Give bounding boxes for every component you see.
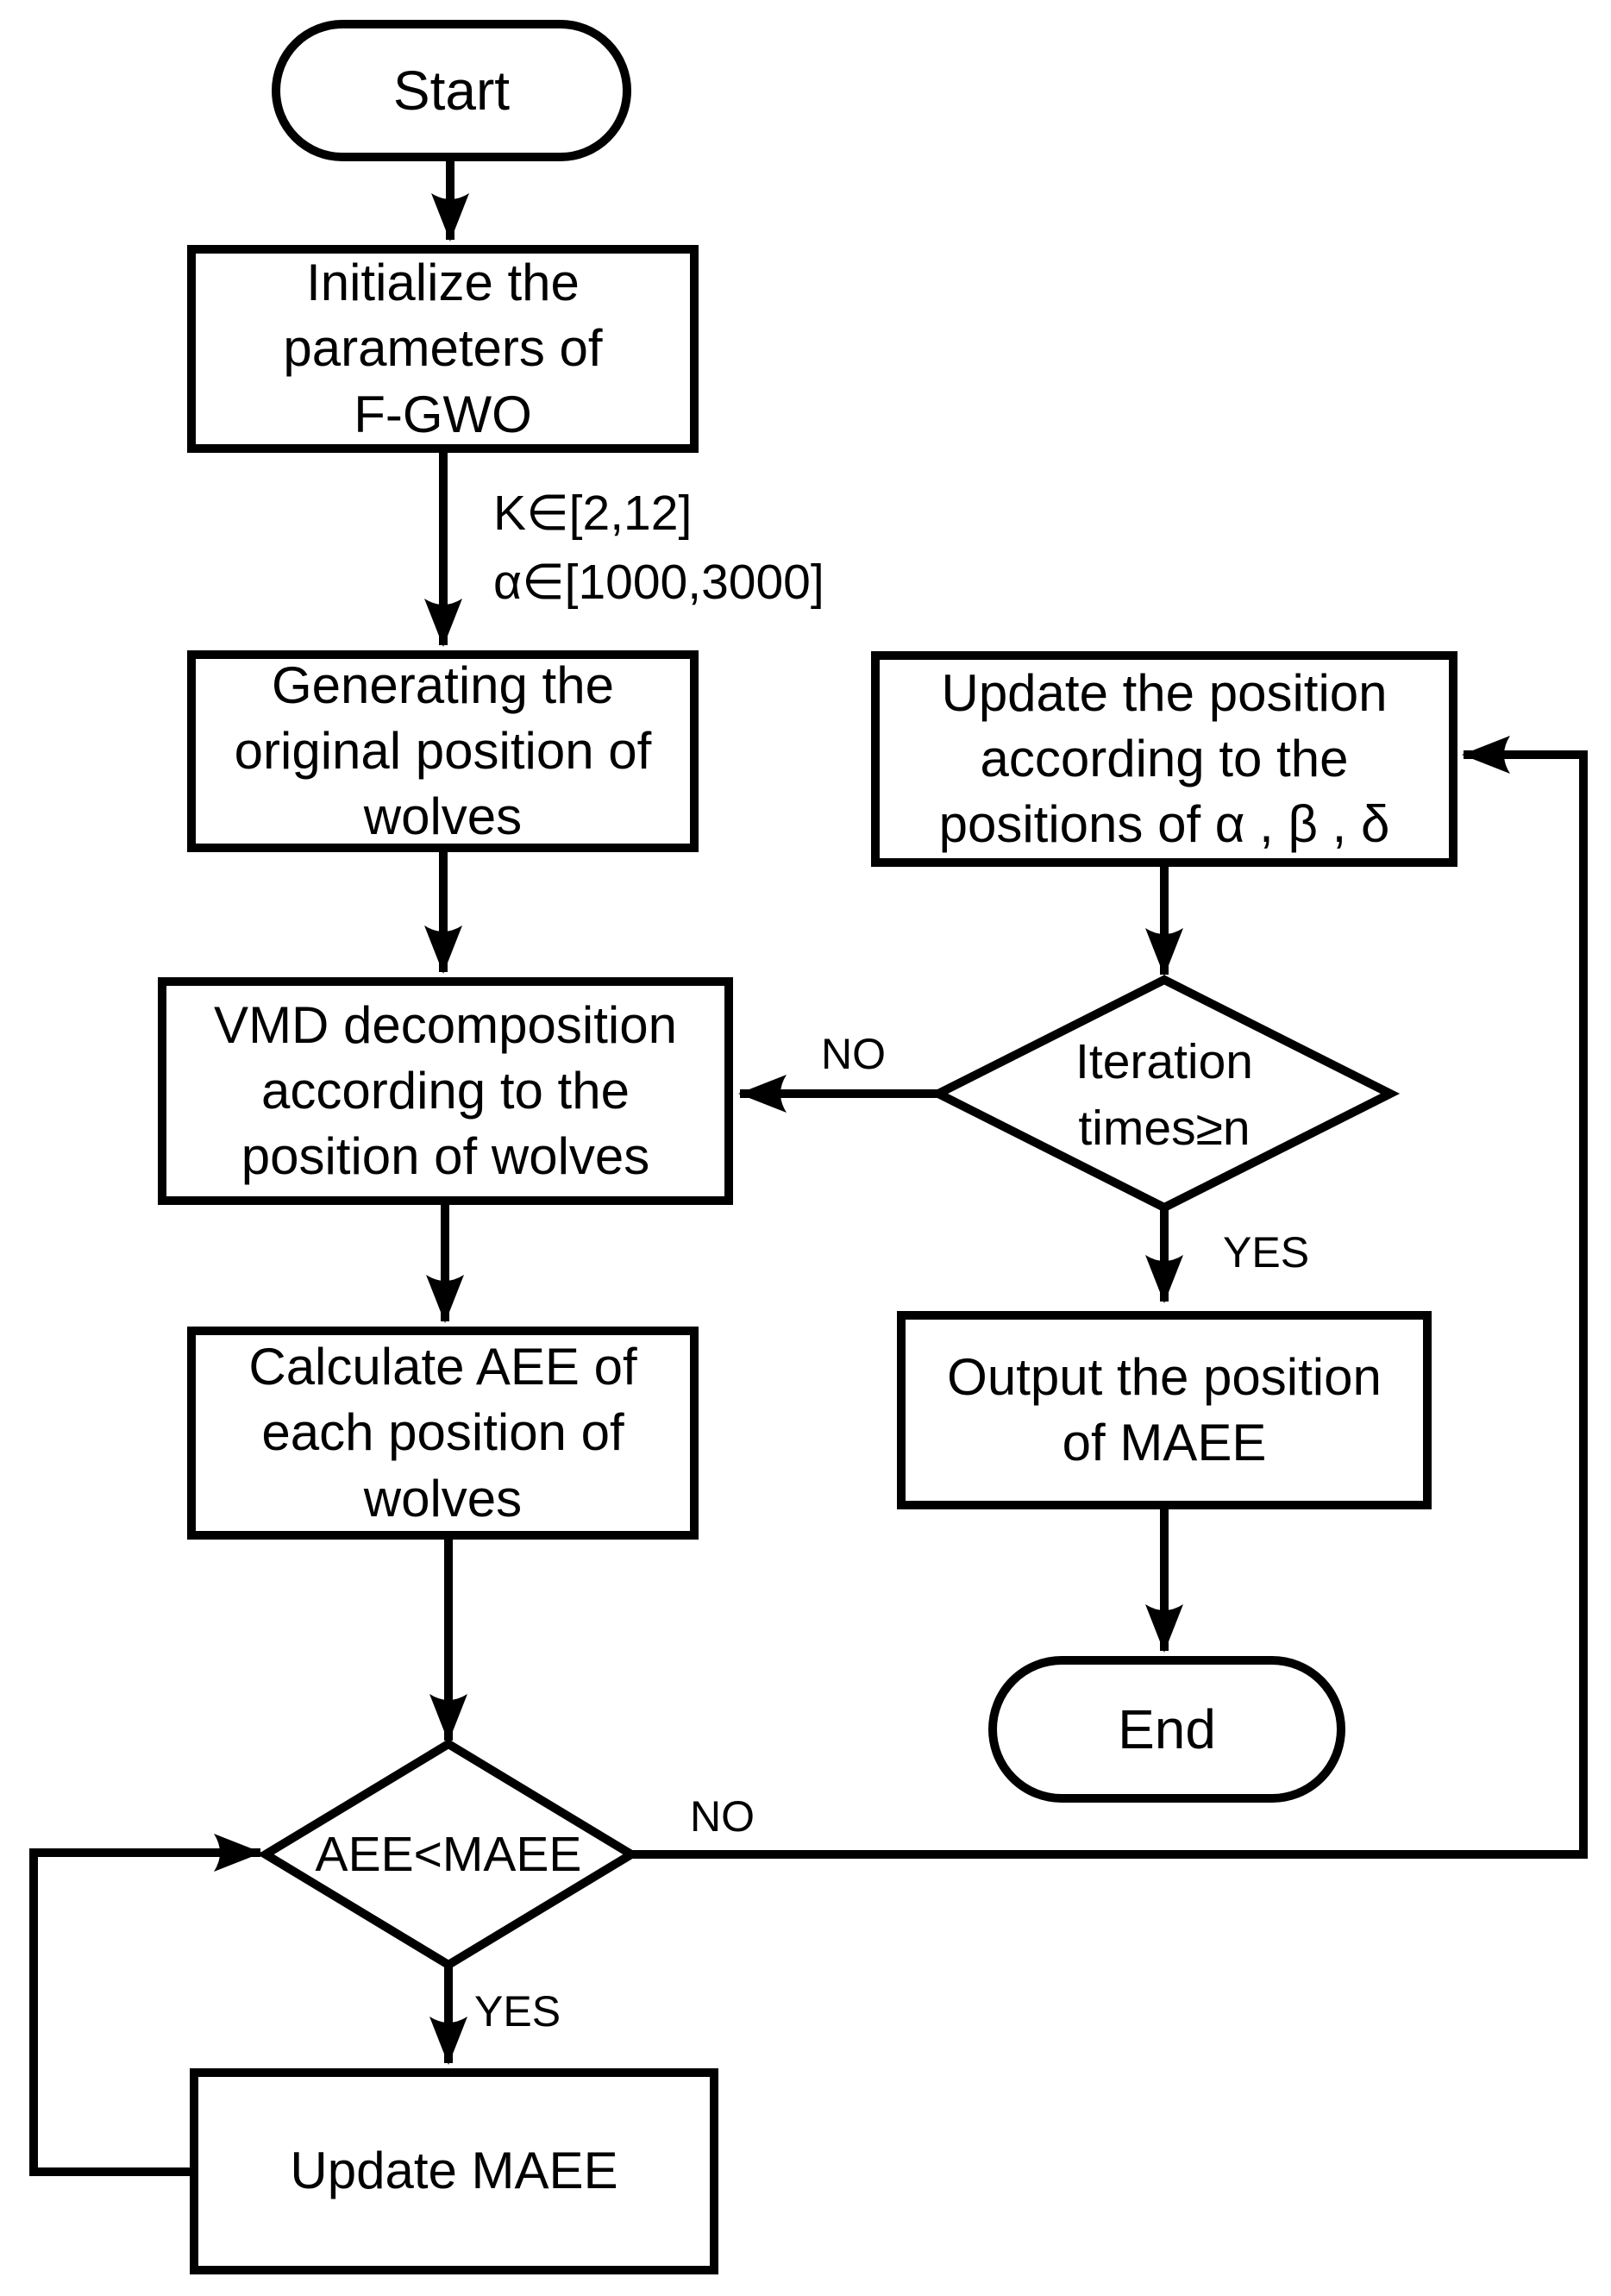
end-label: End	[1118, 1698, 1216, 1760]
vmd-decomposition-label: VMD decomposition according to the posit…	[214, 995, 677, 1186]
aee-decision-label: AEE<MAEE	[315, 1826, 582, 1882]
aee-yes-label: YES	[474, 1987, 561, 2036]
end-node: End	[988, 1656, 1345, 1803]
aee-decision-label-box: AEE<MAEE	[267, 1803, 630, 1906]
iteration-no-label: NO	[821, 1030, 886, 1078]
initialize-parameters-node: Initialize the parameters of F-GWO	[187, 245, 699, 453]
iteration-decision-label-box: Iteration times≥n	[975, 996, 1354, 1195]
generating-position-label: Generating the original position of wolv…	[234, 656, 652, 846]
aee-no-label: NO	[690, 1792, 755, 1841]
start-label: Start	[392, 60, 511, 122]
calculate-aee-node: Calculate AEE of each position of wolves	[187, 1327, 699, 1540]
vmd-decomposition-node: VMD decomposition according to the posit…	[158, 977, 733, 1205]
calculate-aee-label: Calculate AEE of each position of wolves	[248, 1338, 637, 1528]
edge-aee-no-to-update-position	[630, 736, 1588, 1859]
update-maee-node: Update MAEE	[190, 2068, 718, 2274]
edge-update-maee-loop-to-aee-decision	[29, 1834, 262, 2176]
start-node: Start	[272, 20, 631, 161]
output-position-label: Output the position of MAEE	[947, 1347, 1382, 1471]
iteration-decision-label: Iteration times≥n	[1075, 1034, 1253, 1156]
initialize-parameters-label: Initialize the parameters of F-GWO	[283, 254, 603, 443]
k-range-label: K∈[2,12]	[493, 486, 693, 541]
iteration-yes-label: YES	[1223, 1228, 1310, 1277]
update-position-node: Update the position according to the pos…	[871, 651, 1457, 867]
update-maee-label: Update MAEE	[290, 2142, 618, 2200]
output-position-node: Output the position of MAEE	[897, 1311, 1432, 1509]
alpha-range-label: α∈[1000,3000]	[493, 555, 824, 610]
generating-position-node: Generating the original position of wolv…	[187, 650, 699, 852]
update-position-label: Update the position according to the pos…	[938, 663, 1390, 854]
